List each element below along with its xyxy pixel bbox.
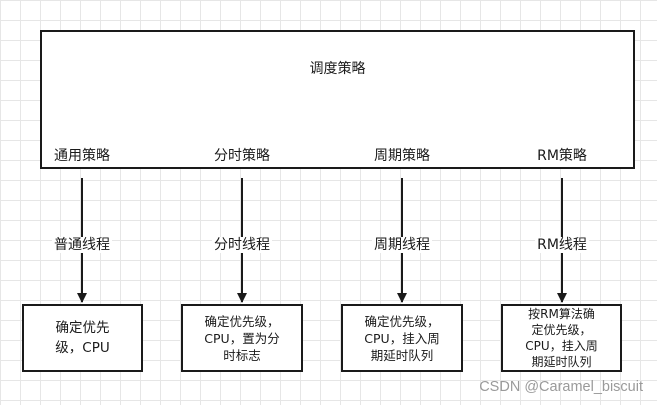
action-text-timeshare: 确定优先级， CPU，置为分 时标志 [204, 313, 280, 363]
action-text-rm: 按RM算法确 定优先级， CPU，挂入周 期延时队列 [525, 307, 598, 369]
policy-label-general: 通用策略 [54, 148, 110, 164]
thread-label-normal: 普通线程 [52, 237, 112, 253]
thread-label-periodic: 周期线程 [372, 237, 432, 253]
strategy-container [40, 30, 635, 169]
policy-label-rm: RM策略 [537, 148, 587, 164]
watermark-text: CSDN @Caramel_biscuit [479, 379, 643, 395]
diagram-title: 调度策略 [309, 61, 366, 77]
thread-label-rm: RM线程 [535, 237, 589, 253]
thread-label-normal-wrap: 普通线程 [12, 234, 152, 254]
action-box-periodic: 确定优先级， CPU，挂入周 期延时队列 [341, 304, 463, 372]
thread-label-rm-wrap: RM线程 [492, 234, 632, 254]
action-box-rm: 按RM算法确 定优先级， CPU，挂入周 期延时队列 [501, 304, 622, 372]
action-text-periodic: 确定优先级， CPU，挂入周 期延时队列 [364, 313, 440, 363]
thread-label-periodic-wrap: 周期线程 [332, 234, 472, 254]
action-box-timeshare: 确定优先级， CPU，置为分 时标志 [181, 304, 303, 372]
policy-label-timeshare: 分时策略 [214, 148, 270, 164]
thread-label-timeshare: 分时线程 [212, 237, 272, 253]
policy-label-periodic: 周期策略 [374, 148, 430, 164]
action-box-general: 确定优先 级，CPU [22, 304, 143, 372]
action-text-general: 确定优先 级，CPU [55, 320, 110, 356]
thread-label-timeshare-wrap: 分时线程 [172, 234, 312, 254]
